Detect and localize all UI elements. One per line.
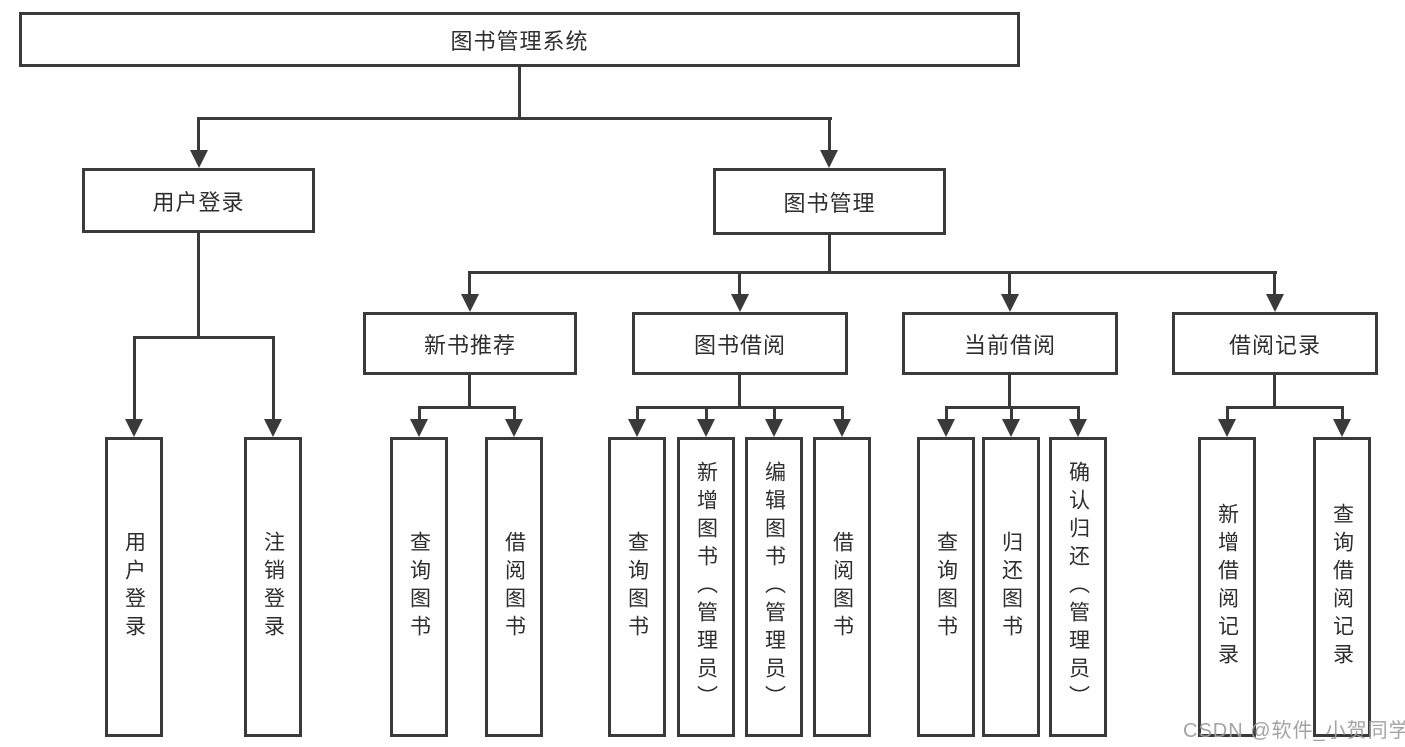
connector-shaft bbox=[738, 271, 741, 296]
connector-shaft bbox=[828, 117, 831, 151]
node-label: 查询图书 bbox=[407, 531, 431, 643]
arrow-down-icon bbox=[765, 419, 783, 437]
arrow-down-icon bbox=[190, 150, 208, 168]
leaf-add-books-admin: 新增图书（管理员） bbox=[677, 437, 735, 737]
connector-stem bbox=[468, 375, 471, 408]
connector-bookmgmt-stem bbox=[828, 233, 831, 274]
node-label: 图书管理系统 bbox=[450, 28, 589, 54]
connector-stem bbox=[1008, 375, 1011, 408]
connector-userlogin-stem bbox=[197, 233, 200, 339]
leaf-user-login: 用户登录 bbox=[105, 437, 163, 737]
connector-rail bbox=[636, 406, 842, 409]
node-borrow-records: 借阅记录 bbox=[1172, 312, 1378, 375]
leaf-query-borrow-record: 查询借阅记录 bbox=[1313, 437, 1371, 737]
connector-rail bbox=[418, 406, 515, 409]
node-label: 查询图书 bbox=[934, 531, 958, 643]
arrow-down-icon bbox=[410, 419, 428, 437]
connector-level3-rail bbox=[468, 271, 1277, 274]
arrow-down-icon bbox=[731, 294, 749, 312]
arrow-down-icon bbox=[1266, 294, 1284, 312]
connector-shaft bbox=[841, 406, 844, 421]
node-label: 图书管理 bbox=[783, 190, 876, 216]
leaf-logout: 注销登录 bbox=[244, 437, 302, 737]
node-label: 确认归还（管理员） bbox=[1066, 461, 1090, 713]
connector-shaft bbox=[945, 406, 948, 421]
node-new-book-recommend: 新书推荐 bbox=[363, 312, 577, 375]
connector-shaft bbox=[272, 336, 275, 421]
arrow-down-icon bbox=[505, 419, 523, 437]
arrow-down-icon bbox=[1001, 294, 1019, 312]
arrow-down-icon bbox=[697, 419, 715, 437]
leaf-query-books: 查询图书 bbox=[390, 437, 448, 737]
connector-shaft bbox=[773, 406, 776, 421]
connector-shaft bbox=[513, 406, 516, 421]
connector-shaft bbox=[705, 406, 708, 421]
connector-root-stem bbox=[518, 67, 521, 119]
node-label: 图书借阅 bbox=[693, 332, 786, 358]
node-label: 查询图书 bbox=[625, 531, 649, 643]
arrow-down-icon bbox=[1333, 419, 1351, 437]
connector-stem bbox=[1273, 375, 1276, 408]
connector-shaft bbox=[468, 271, 471, 296]
connector-shaft bbox=[1008, 271, 1011, 296]
leaf-query-books: 查询图书 bbox=[917, 437, 975, 737]
node-book-borrow: 图书借阅 bbox=[632, 312, 848, 375]
node-label: 新增图书（管理员） bbox=[694, 461, 718, 713]
leaf-confirm-return-admin: 确认归还（管理员） bbox=[1049, 437, 1107, 737]
arrow-down-icon bbox=[1002, 419, 1020, 437]
leaf-add-borrow-record: 新增借阅记录 bbox=[1198, 437, 1256, 737]
node-label: 借阅图书 bbox=[502, 531, 526, 643]
node-label: 注销登录 bbox=[261, 531, 285, 643]
arrow-down-icon bbox=[1218, 419, 1236, 437]
connector-shaft bbox=[1341, 406, 1344, 421]
connector-stem bbox=[738, 375, 741, 408]
node-label: 借阅图书 bbox=[830, 531, 854, 643]
leaf-edit-books-admin: 编辑图书（管理员） bbox=[745, 437, 803, 737]
connector-userlogin-rail bbox=[133, 336, 274, 339]
leaf-borrow-books: 借阅图书 bbox=[813, 437, 871, 737]
node-label: 查询借阅记录 bbox=[1330, 503, 1354, 671]
arrow-down-icon bbox=[1069, 419, 1087, 437]
arrow-down-icon bbox=[461, 294, 479, 312]
node-label: 归还图书 bbox=[999, 531, 1023, 643]
connector-shaft bbox=[1010, 406, 1013, 421]
connector-shaft bbox=[1077, 406, 1080, 421]
csdn-watermark: CSDN @软件_小贺同学 bbox=[1183, 720, 1405, 742]
connector-shaft bbox=[1273, 271, 1276, 296]
leaf-return-books: 归还图书 bbox=[982, 437, 1040, 737]
leaf-query-books: 查询图书 bbox=[608, 437, 666, 737]
connector-shaft bbox=[418, 406, 421, 421]
arrow-down-icon bbox=[264, 419, 282, 437]
node-label: 新书推荐 bbox=[423, 332, 516, 358]
arrow-down-icon bbox=[937, 419, 955, 437]
node-root-system: 图书管理系统 bbox=[19, 12, 1020, 67]
connector-level2-rail bbox=[197, 117, 832, 120]
node-label: 借阅记录 bbox=[1228, 332, 1321, 358]
connector-shaft bbox=[197, 117, 200, 151]
node-label: 用户登录 bbox=[152, 189, 245, 215]
node-label: 当前借阅 bbox=[963, 332, 1056, 358]
node-book-management: 图书管理 bbox=[713, 168, 946, 235]
node-label: 新增借阅记录 bbox=[1215, 503, 1239, 671]
leaf-borrow-books: 借阅图书 bbox=[485, 437, 543, 737]
connector-rail bbox=[1226, 406, 1342, 409]
arrow-down-icon bbox=[833, 419, 851, 437]
arrow-down-icon bbox=[628, 419, 646, 437]
node-current-borrow: 当前借阅 bbox=[902, 312, 1118, 375]
connector-shaft bbox=[1226, 406, 1229, 421]
connector-shaft bbox=[133, 336, 136, 421]
connector-shaft bbox=[636, 406, 639, 421]
node-user-login: 用户登录 bbox=[82, 168, 315, 233]
node-label: 用户登录 bbox=[122, 531, 146, 643]
arrow-down-icon bbox=[820, 150, 838, 168]
node-label: 编辑图书（管理员） bbox=[762, 461, 786, 713]
arrow-down-icon bbox=[125, 419, 143, 437]
